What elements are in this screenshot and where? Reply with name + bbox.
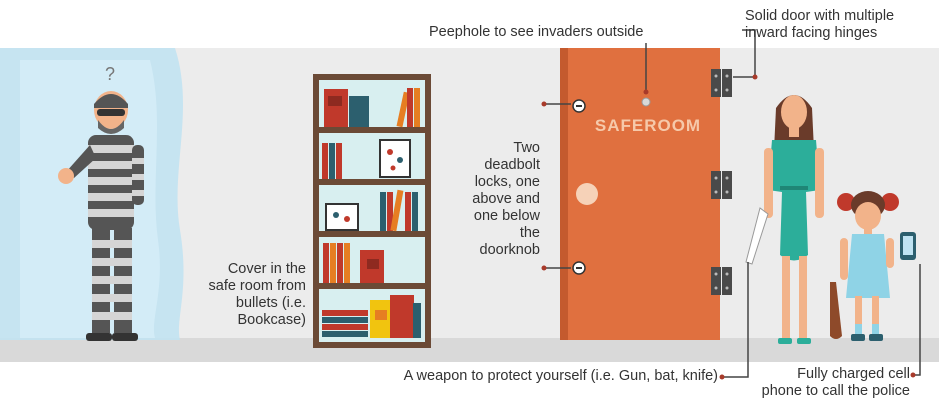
safe-room-door: SAFEROOM xyxy=(560,48,732,340)
question-mark: ? xyxy=(105,64,115,84)
leader-solid-door xyxy=(733,29,756,78)
intruder-figure: ? xyxy=(58,64,144,341)
label-deadbolt: Two deadbolt locks, one above and one be… xyxy=(472,140,540,258)
woman-figure xyxy=(745,95,824,344)
leader-dots xyxy=(541,74,916,380)
knife-icon xyxy=(745,207,769,265)
bookcase xyxy=(313,74,431,348)
intruder-legs xyxy=(86,228,138,341)
girl-figure xyxy=(830,191,916,341)
label-cover: Cover in the safe room from bullets (i.e… xyxy=(208,261,307,328)
hinge-bottom xyxy=(711,267,732,295)
leader-weapon xyxy=(722,262,749,378)
label-solid-door: Solid door with multiple inward facing h… xyxy=(745,8,895,41)
label-weapon: A weapon to protect yourself (i.e. Gun, … xyxy=(403,368,718,384)
peephole xyxy=(641,97,651,107)
door-sign: SAFEROOM xyxy=(595,116,701,135)
intruder-body xyxy=(58,135,144,230)
intruder-mask xyxy=(97,109,125,116)
bat-icon xyxy=(830,282,842,339)
intruder-beard xyxy=(98,120,124,134)
hinge-middle xyxy=(711,171,732,199)
doorknob xyxy=(576,183,598,205)
label-peephole: Peephole to see invaders outside xyxy=(429,24,644,40)
hinge-top xyxy=(711,69,732,97)
door-edge xyxy=(560,48,568,340)
intruder-beanie xyxy=(94,94,128,108)
label-phone: Fully charged cell phone to call the pol… xyxy=(761,366,910,399)
